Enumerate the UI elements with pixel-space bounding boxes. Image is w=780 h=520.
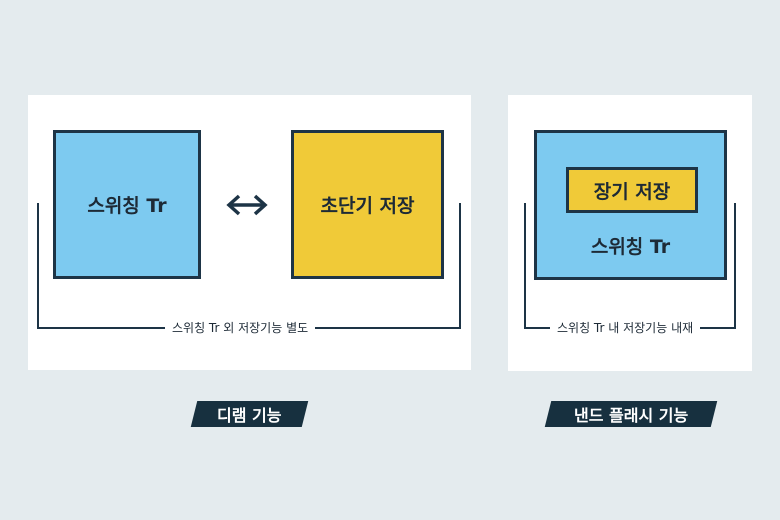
nand-panel: 스위칭 Tr 내 저장기능 내재 장기 저장 스위칭 Tr: [508, 95, 752, 371]
dram-switch-label: 스위칭 Tr: [87, 195, 167, 217]
dram-caption: 스위칭 Tr 외 저장기능 별도: [165, 321, 316, 335]
nand-switch-label: 스위칭 Tr: [590, 236, 671, 258]
dram-storage-box: 초단기 저장: [291, 130, 444, 279]
dram-storage-label: 초단기 저장: [320, 195, 415, 217]
nand-switch-box: 장기 저장 스위칭 Tr: [534, 130, 727, 280]
nand-tag: 낸드 플래시 기능: [544, 401, 718, 427]
nand-caption: 스위칭 Tr 내 저장기능 내재: [550, 321, 701, 335]
dram-tag: 디램 기능: [190, 401, 309, 427]
nand-tag-label: 낸드 플래시 기능: [573, 406, 689, 425]
dram-tag-label: 디램 기능: [217, 406, 282, 425]
dram-panel: 스위칭 Tr 외 저장기능 별도 스위칭 Tr 초단기 저장: [28, 95, 471, 370]
dram-switch-box: 스위칭 Tr: [53, 130, 201, 279]
nand-storage-label: 장기 저장: [593, 180, 671, 203]
nand-storage-box: 장기 저장: [566, 167, 698, 213]
bidirectional-arrow-icon: [226, 194, 268, 216]
